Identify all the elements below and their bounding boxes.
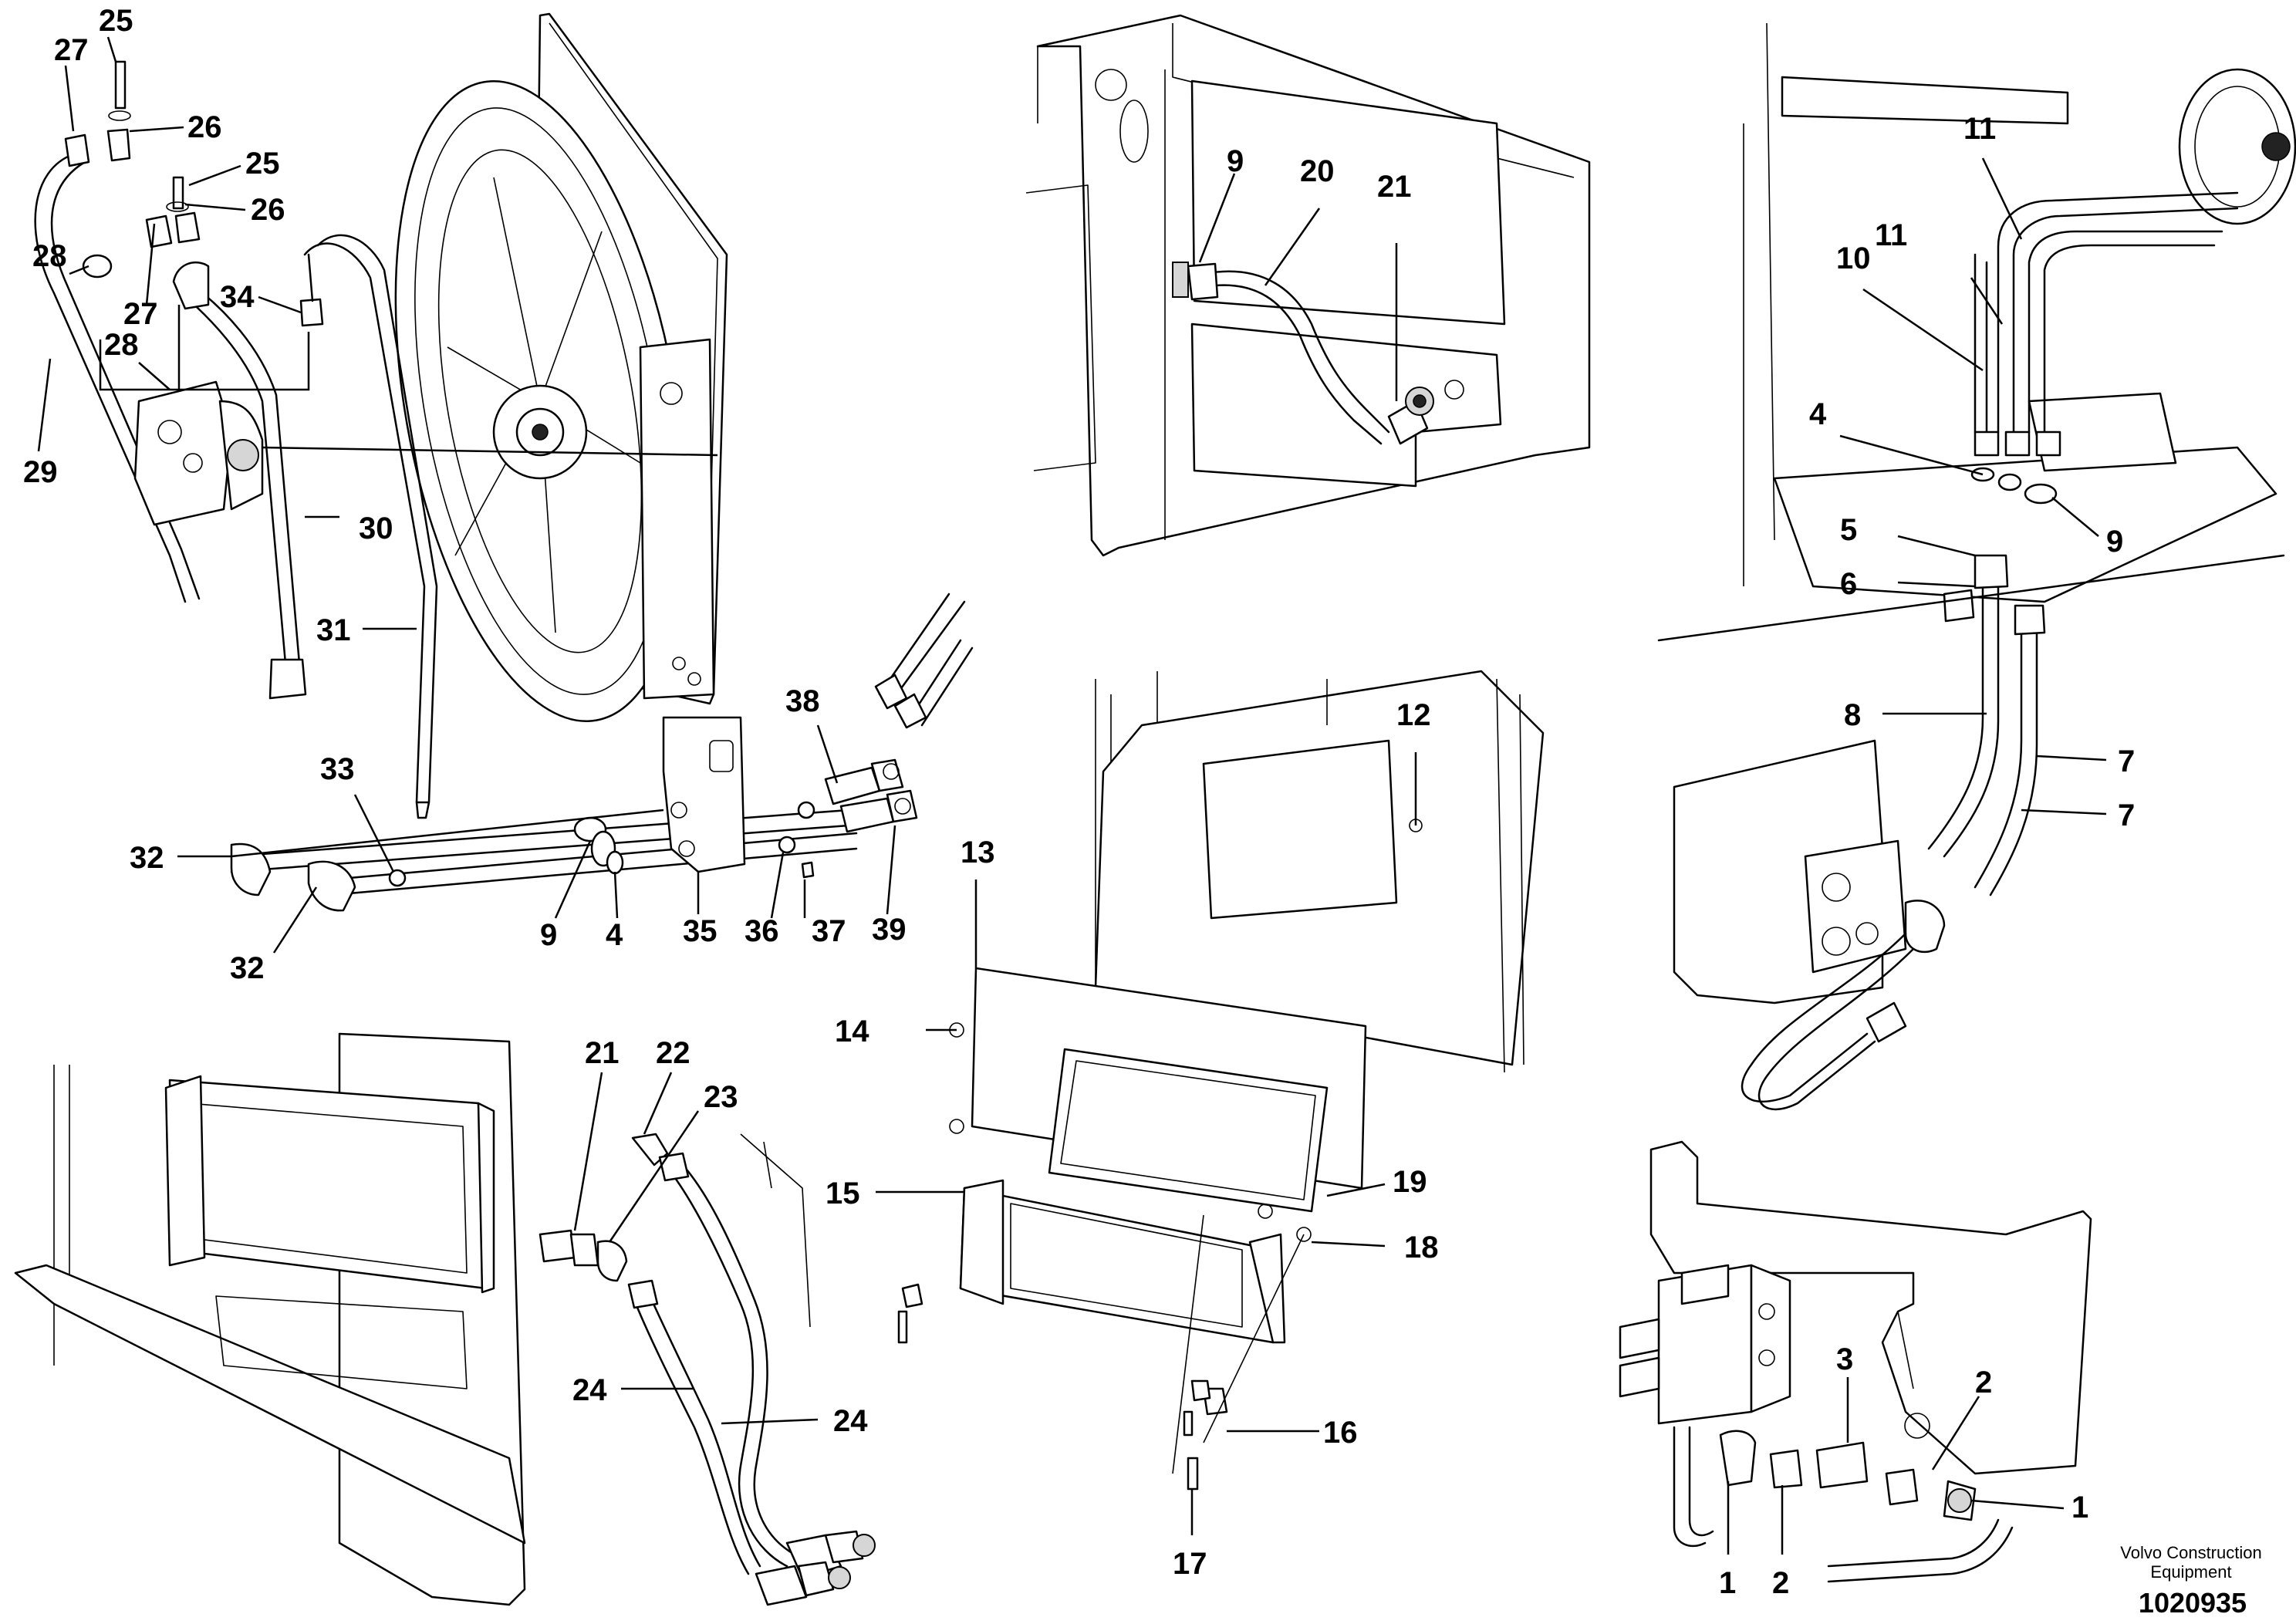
callout-2: 2 <box>1772 1566 1789 1600</box>
callout-31: 31 <box>316 613 351 647</box>
callout-36: 36 <box>745 914 779 948</box>
callout-26: 26 <box>187 110 222 144</box>
callout-29: 29 <box>23 455 58 489</box>
callout-34: 34 <box>220 280 255 314</box>
callout-4: 4 <box>1809 397 1827 431</box>
callout-15: 15 <box>826 1177 860 1210</box>
callout-14: 14 <box>835 1015 869 1048</box>
callout-8: 8 <box>1844 698 1861 732</box>
callout-7: 7 <box>2118 744 2135 778</box>
callout-13: 13 <box>961 836 995 869</box>
callout-10: 10 <box>1836 241 1871 275</box>
panel-hose-view <box>1025 14 1591 557</box>
fan-assembly-view <box>34 12 974 912</box>
cooler-hose-view <box>14 1032 876 1606</box>
brand-name-line1: Volvo Construction <box>2120 1543 2261 1562</box>
callout-32: 32 <box>130 841 164 875</box>
callout-21: 21 <box>1377 170 1412 204</box>
callout-18: 18 <box>1404 1231 1439 1264</box>
callout-26: 26 <box>251 193 285 227</box>
callout-21: 21 <box>585 1036 620 1070</box>
callout-17: 17 <box>1173 1547 1207 1581</box>
callout-labels: 25 27 26 25 26 28 27 34 28 29 30 31 38 3… <box>23 4 2135 1600</box>
callout-11: 11 <box>1963 112 1996 146</box>
callout-20: 20 <box>1300 154 1335 188</box>
callout-1: 1 <box>2071 1491 2088 1524</box>
callout-24: 24 <box>833 1404 868 1438</box>
callout-12: 12 <box>1396 698 1431 732</box>
callout-35: 35 <box>683 914 718 948</box>
callout-37: 37 <box>812 914 846 948</box>
callout-28: 28 <box>32 239 67 273</box>
callout-28: 28 <box>104 328 139 362</box>
callout-4: 4 <box>606 918 623 952</box>
callout-19: 19 <box>1393 1165 1427 1199</box>
callout-25: 25 <box>245 147 280 181</box>
callout-5: 5 <box>1840 513 1857 547</box>
callout-9: 9 <box>540 918 557 952</box>
callout-38: 38 <box>785 684 820 718</box>
callout-7: 7 <box>2118 798 2135 832</box>
callout-16: 16 <box>1323 1416 1358 1450</box>
callout-1: 1 <box>1719 1566 1736 1600</box>
callout-33: 33 <box>320 752 355 786</box>
callout-3: 3 <box>1836 1342 1853 1376</box>
callout-27: 27 <box>123 297 158 331</box>
callout-11: 11 <box>1875 218 1907 252</box>
callout-25: 25 <box>99 4 133 38</box>
drawing-number: 1020935 <box>2139 1587 2247 1619</box>
callout-27: 27 <box>54 33 89 67</box>
valve-assembly-view <box>1657 22 2296 1111</box>
cooler-frame-view <box>876 670 1545 1535</box>
brand-name-line2: Equipment <box>2150 1562 2231 1582</box>
callout-30: 30 <box>359 512 393 545</box>
callout-39: 39 <box>872 913 907 947</box>
callout-24: 24 <box>572 1373 607 1407</box>
valve-fitting-view <box>1619 1140 2092 1583</box>
callout-2: 2 <box>1975 1366 1992 1399</box>
callout-23: 23 <box>704 1080 738 1114</box>
callout-9: 9 <box>1227 144 1244 178</box>
callout-6: 6 <box>1840 567 1857 601</box>
callout-9: 9 <box>2106 525 2123 559</box>
callout-32: 32 <box>230 951 265 985</box>
callout-22: 22 <box>656 1036 690 1070</box>
drawing-footer: Volvo Construction Equipment 1020935 <box>2120 1543 2261 1619</box>
